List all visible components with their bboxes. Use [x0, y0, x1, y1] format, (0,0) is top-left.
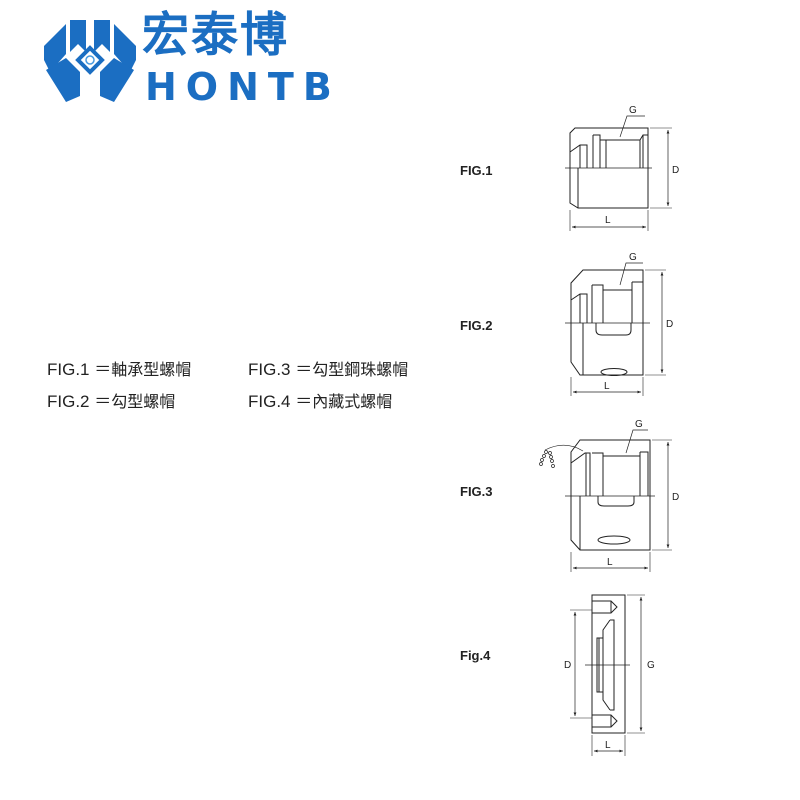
- fig1-drawing: [565, 115, 672, 231]
- fig3-dim-l: L: [607, 557, 613, 568]
- legend-desc: 軸承型螺帽: [111, 360, 192, 379]
- fig2-dim-d: D: [666, 319, 673, 330]
- legend-desc: 內藏式螺帽: [312, 392, 393, 411]
- legend-eq: ＝: [94, 392, 112, 411]
- legend-desc: 勾型螺帽: [111, 392, 176, 411]
- fig3-dim-g: G: [635, 419, 643, 430]
- legend-fig: FIG.2: [47, 392, 90, 411]
- fig4-dim-l: L: [605, 740, 611, 751]
- fig4-drawing: [570, 594, 645, 756]
- legend-item-fig1: FIG.1 ＝軸承型螺帽: [47, 361, 191, 378]
- fig2-label: FIG.2: [460, 318, 493, 333]
- logo-emblem: [40, 14, 140, 111]
- legend-fig: FIG.1: [47, 360, 90, 379]
- legend-fig: FIG.3: [248, 360, 291, 379]
- fig4-dim-d: D: [564, 660, 571, 671]
- fig2-dim-g: G: [629, 252, 637, 263]
- fig2-drawing: [565, 262, 666, 396]
- legend-eq: ＝: [295, 392, 313, 411]
- logo-emblem-icon: [44, 20, 136, 102]
- legend-eq: ＝: [94, 360, 112, 379]
- fig1-dim-l: L: [605, 215, 611, 226]
- legend-item-fig3: FIG.3 ＝勾型鋼珠螺帽: [248, 361, 408, 378]
- fig1-dim-d: D: [672, 165, 679, 176]
- fig2-dim-l: L: [604, 381, 610, 392]
- fig3-label: FIG.3: [460, 484, 493, 499]
- fig3-dim-d: D: [672, 492, 679, 503]
- logo-chinese: 宏泰博: [142, 8, 289, 63]
- logo-english: HONTB: [145, 65, 341, 109]
- legend-desc: 勾型鋼珠螺帽: [312, 360, 409, 379]
- fig1-dim-g: G: [629, 105, 637, 116]
- fig4-label: Fig.4: [460, 648, 491, 663]
- legend-fig: FIG.4: [248, 392, 291, 411]
- fig1-label: FIG.1: [460, 163, 493, 178]
- fig4-dim-g: G: [647, 660, 655, 671]
- legend-item-fig2: FIG.2 ＝勾型螺帽: [47, 393, 175, 410]
- fig3-drawing: [539, 429, 672, 572]
- legend-item-fig4: FIG.4 ＝內藏式螺帽: [248, 393, 392, 410]
- legend-eq: ＝: [295, 360, 313, 379]
